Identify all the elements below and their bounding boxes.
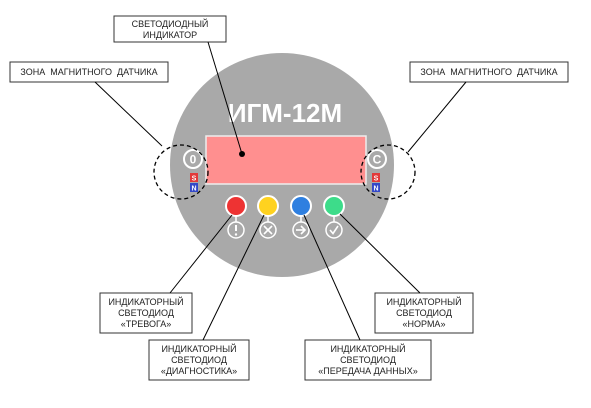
callout-magnet-left-text: ЗОНА МАГНИТНОГО ДАТЧИКА [20,67,157,77]
leader-display [207,41,243,155]
magnet-indicator-left: S N [190,173,198,193]
callout-display-line1: СВЕТОДИОДНЫЙ [132,18,209,29]
leader-data [303,214,361,341]
c-icon: C [373,153,382,167]
device-model-title: ИГМ-12М [228,98,342,128]
led-blue [290,195,312,239]
leader-magnet-left [94,81,163,147]
magnetic-button-left[interactable]: 0 [183,149,203,169]
callout-display-box [113,15,227,43]
svg-text:ИНДИКАТОРНЫЙ: ИНДИКАТОРНЫЙ [386,296,461,307]
magnetic-button-right[interactable]: C [367,149,387,169]
svg-text:S: S [192,176,197,183]
leader-diagnostics [202,214,265,341]
leader-norm [339,213,421,294]
led-display [205,135,367,185]
svg-text:ИНДИКАТОРНЫЙ: ИНДИКАТОРНЫЙ [161,343,236,354]
svg-text:ИНДИКАТОРНЫЙ: ИНДИКАТОРНЫЙ [108,296,183,307]
leader-magnet-right [407,81,467,153]
arrow-right-icon [292,221,310,239]
svg-text:«ПЕРЕДАЧА ДАННЫХ»: «ПЕРЕДАЧА ДАННЫХ» [318,366,417,376]
callout-display-line2: ИНДИКАТОР [143,30,197,40]
callout-diagnostics-box [148,339,250,381]
led-yellow [257,195,279,239]
zero-icon: 0 [190,153,197,167]
svg-text:СВЕТОДИОД: СВЕТОДИОД [171,355,227,365]
svg-text:N: N [373,186,378,193]
led-green [323,195,345,239]
callout-norm-box [374,292,474,334]
magnet-indicator-right: S N [372,173,380,193]
svg-text:N: N [191,186,196,193]
exclamation-icon [227,221,245,239]
svg-text:«НОРМА»: «НОРМА» [403,319,446,329]
check-icon [325,221,343,239]
svg-text:S: S [374,176,379,183]
cross-icon [259,221,277,239]
leader-display-dot [239,151,245,157]
svg-text:«ДИАГНОСТИКА»: «ДИАГНОСТИКА» [161,366,237,376]
callout-magnet-right-text: ЗОНА МАГНИТНОГО ДАТЧИКА [420,67,557,77]
svg-text:СВЕТОДИОД: СВЕТОДИОД [396,308,452,318]
svg-text:СВЕТОДИОД: СВЕТОДИОД [340,355,396,365]
led-red [225,195,247,239]
svg-text:СВЕТОДИОД: СВЕТОДИОД [118,308,174,318]
magnetic-zone-right [360,144,416,200]
callout-magnet-left-box [9,61,169,83]
magnetic-zone-left [153,144,209,200]
svg-text:«ТРЕВОГА»: «ТРЕВОГА» [121,319,172,329]
leader-alarm [169,214,233,294]
svg-text:ИНДИКАТОРНЫЙ: ИНДИКАТОРНЫЙ [330,343,405,354]
callout-data-box [304,339,432,381]
callout-alarm-box [99,292,193,334]
callout-magnet-right-box [409,61,569,83]
